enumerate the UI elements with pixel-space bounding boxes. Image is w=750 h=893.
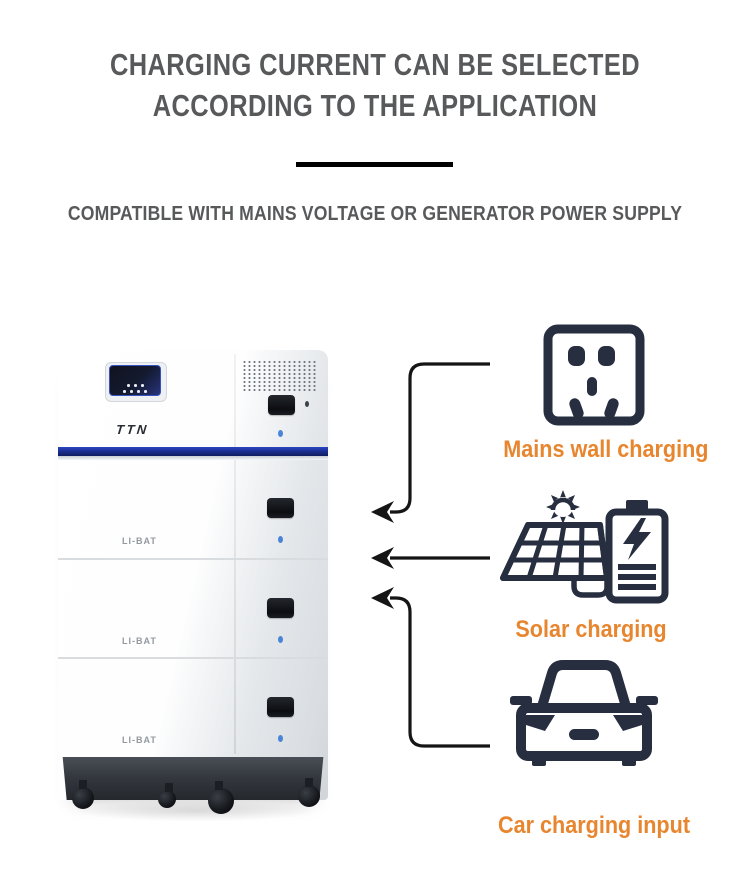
caster-wheel [158, 783, 176, 808]
brand-logo: TTN [115, 422, 150, 437]
wheeled-base [62, 757, 324, 800]
arrow-car-head [371, 587, 394, 609]
page-subtitle: COMPATIBLE WITH MAINS VOLTAGE OR GENERAT… [67, 203, 683, 225]
car-charging-label: Car charging input [498, 812, 691, 839]
screen-led-dot [144, 390, 147, 393]
screw-dot [305, 401, 309, 407]
battery-module-1: LI-BAT [58, 460, 328, 558]
caster-wheel [72, 780, 94, 809]
page-title-line2: ACCORDING TO THE APPLICATION [152, 88, 598, 123]
arrow-mains-head [371, 501, 394, 523]
screen-led-dot [127, 384, 130, 387]
screen-led-dot [123, 390, 126, 393]
module-label: LI-BAT [122, 735, 157, 745]
caster-wheel [208, 781, 234, 814]
connector-arrows [371, 362, 490, 748]
display-screen [109, 365, 161, 396]
screen-led-dot [134, 384, 137, 387]
module-led [278, 536, 283, 543]
car-icon [510, 660, 658, 766]
product-cabinet: TTN LI-BAT LI-BAT LI-BAT [58, 350, 328, 800]
vent-grille [242, 360, 318, 392]
module-label: LI-BAT [122, 536, 157, 546]
module-label: LI-BAT [122, 636, 157, 646]
solar-charging-label: Solar charging [515, 616, 667, 643]
page-title-line1: CHARGING CURRENT CAN BE SELECTED [109, 47, 641, 82]
module-handle [267, 498, 294, 518]
wall-socket-icon [543, 324, 645, 426]
stripe-shadow [58, 456, 328, 460]
page-title: CHARGING CURRENT CAN BE SELECTED ACCORDI… [0, 44, 750, 126]
blue-accent-stripe [58, 447, 328, 456]
battery-module-3: LI-BAT [58, 657, 328, 757]
battery-module-2: LI-BAT [58, 558, 328, 658]
caster-wheel [298, 778, 320, 807]
module-handle [267, 697, 294, 717]
inverter-led [278, 430, 283, 437]
ground-shadow [70, 800, 320, 822]
arrow-solar-head [371, 547, 394, 569]
cabinet-edge [234, 354, 236, 754]
module-led [278, 636, 283, 643]
module-led [278, 735, 283, 742]
screen-led-dot [130, 390, 133, 393]
solar-panel-battery-icon [500, 490, 669, 604]
module-handle [267, 598, 294, 618]
arrow-car-line [390, 596, 490, 748]
battery-stack-product: TTN LI-BAT LI-BAT LI-BAT [58, 350, 328, 820]
mains-charging-label: Mains wall charging [503, 436, 709, 463]
title-divider [296, 162, 453, 167]
display-bezel [105, 362, 167, 402]
screen-led-dot [141, 384, 144, 387]
screen-led-dot [137, 390, 140, 393]
inverter-handle [268, 395, 295, 415]
arrow-mains-line [390, 362, 490, 514]
